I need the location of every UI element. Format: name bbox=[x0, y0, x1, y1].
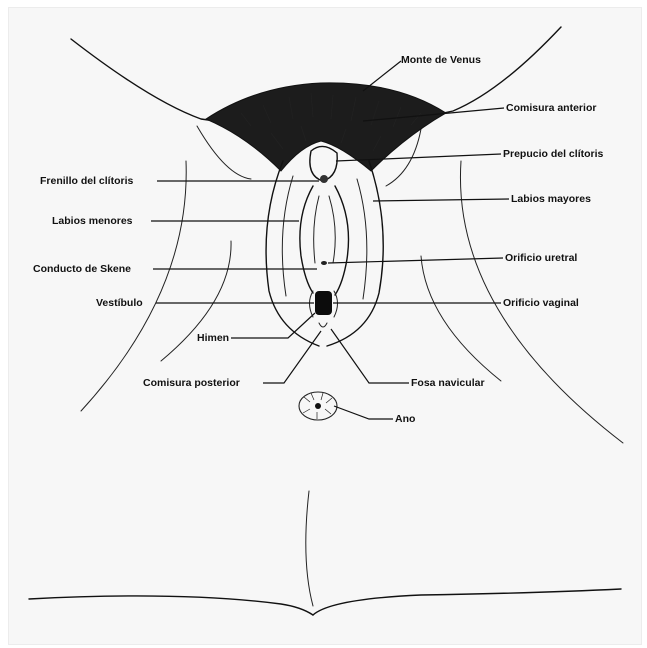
posterior-fourchette bbox=[319, 323, 327, 327]
leader-monte bbox=[363, 61, 401, 91]
leader-comisura-posterior bbox=[263, 331, 321, 383]
left-thigh-contour bbox=[81, 161, 186, 411]
vulva-inner bbox=[300, 146, 349, 327]
label-fosa-navicular: Fosa navicular bbox=[411, 377, 485, 389]
label-comisura-posterior: Comisura posterior bbox=[143, 377, 240, 389]
label-vestibulo: Vestíbulo bbox=[96, 297, 143, 309]
left-majus-fold bbox=[282, 176, 293, 296]
left-labium-minus bbox=[300, 186, 313, 293]
right-buttock-line bbox=[313, 589, 621, 615]
label-labios-mayores: Labios mayores bbox=[511, 193, 591, 205]
leader-himen bbox=[231, 313, 315, 338]
anatomy-diagram: Monte de Venus Comisura anterior Prepuci… bbox=[9, 8, 641, 644]
label-frenillo-del-clitoris: Frenillo del clítoris bbox=[40, 175, 134, 187]
diagram-panel: Monte de Venus Comisura anterior Prepuci… bbox=[8, 7, 642, 645]
leader-fosa-navicular bbox=[331, 329, 409, 383]
right-inner-contour bbox=[421, 256, 501, 381]
gluteal-cleft bbox=[306, 491, 313, 606]
clitoris bbox=[320, 175, 328, 183]
left-buttock-line bbox=[29, 596, 313, 615]
right-majus-fold bbox=[357, 179, 367, 299]
right-labium-majus bbox=[327, 161, 383, 346]
leader-orificio-uretral bbox=[328, 258, 503, 263]
vaginal-orifice bbox=[315, 291, 332, 315]
label-comisura-anterior: Comisura anterior bbox=[506, 102, 596, 114]
left-minus-inner bbox=[314, 196, 319, 263]
anus bbox=[299, 392, 337, 420]
right-minus-inner bbox=[329, 196, 335, 263]
label-labios-menores: Labios menores bbox=[52, 215, 133, 227]
label-ano: Ano bbox=[395, 413, 415, 425]
right-labium-minus bbox=[335, 186, 349, 295]
label-orificio-vaginal: Orificio vaginal bbox=[503, 297, 579, 309]
labia-majora bbox=[266, 161, 383, 346]
leader-labios-mayores bbox=[373, 199, 509, 201]
label-monte-de-venus: Monte de Venus bbox=[401, 54, 481, 66]
leader-ano bbox=[334, 406, 393, 419]
label-orificio-uretral: Orificio uretral bbox=[505, 252, 577, 264]
label-himen: Himen bbox=[197, 332, 229, 344]
label-conducto-de-skene: Conducto de Skene bbox=[33, 263, 131, 275]
urethral-orifice bbox=[321, 261, 327, 265]
label-prepucio-del-clitoris: Prepucio del clítoris bbox=[503, 148, 604, 160]
